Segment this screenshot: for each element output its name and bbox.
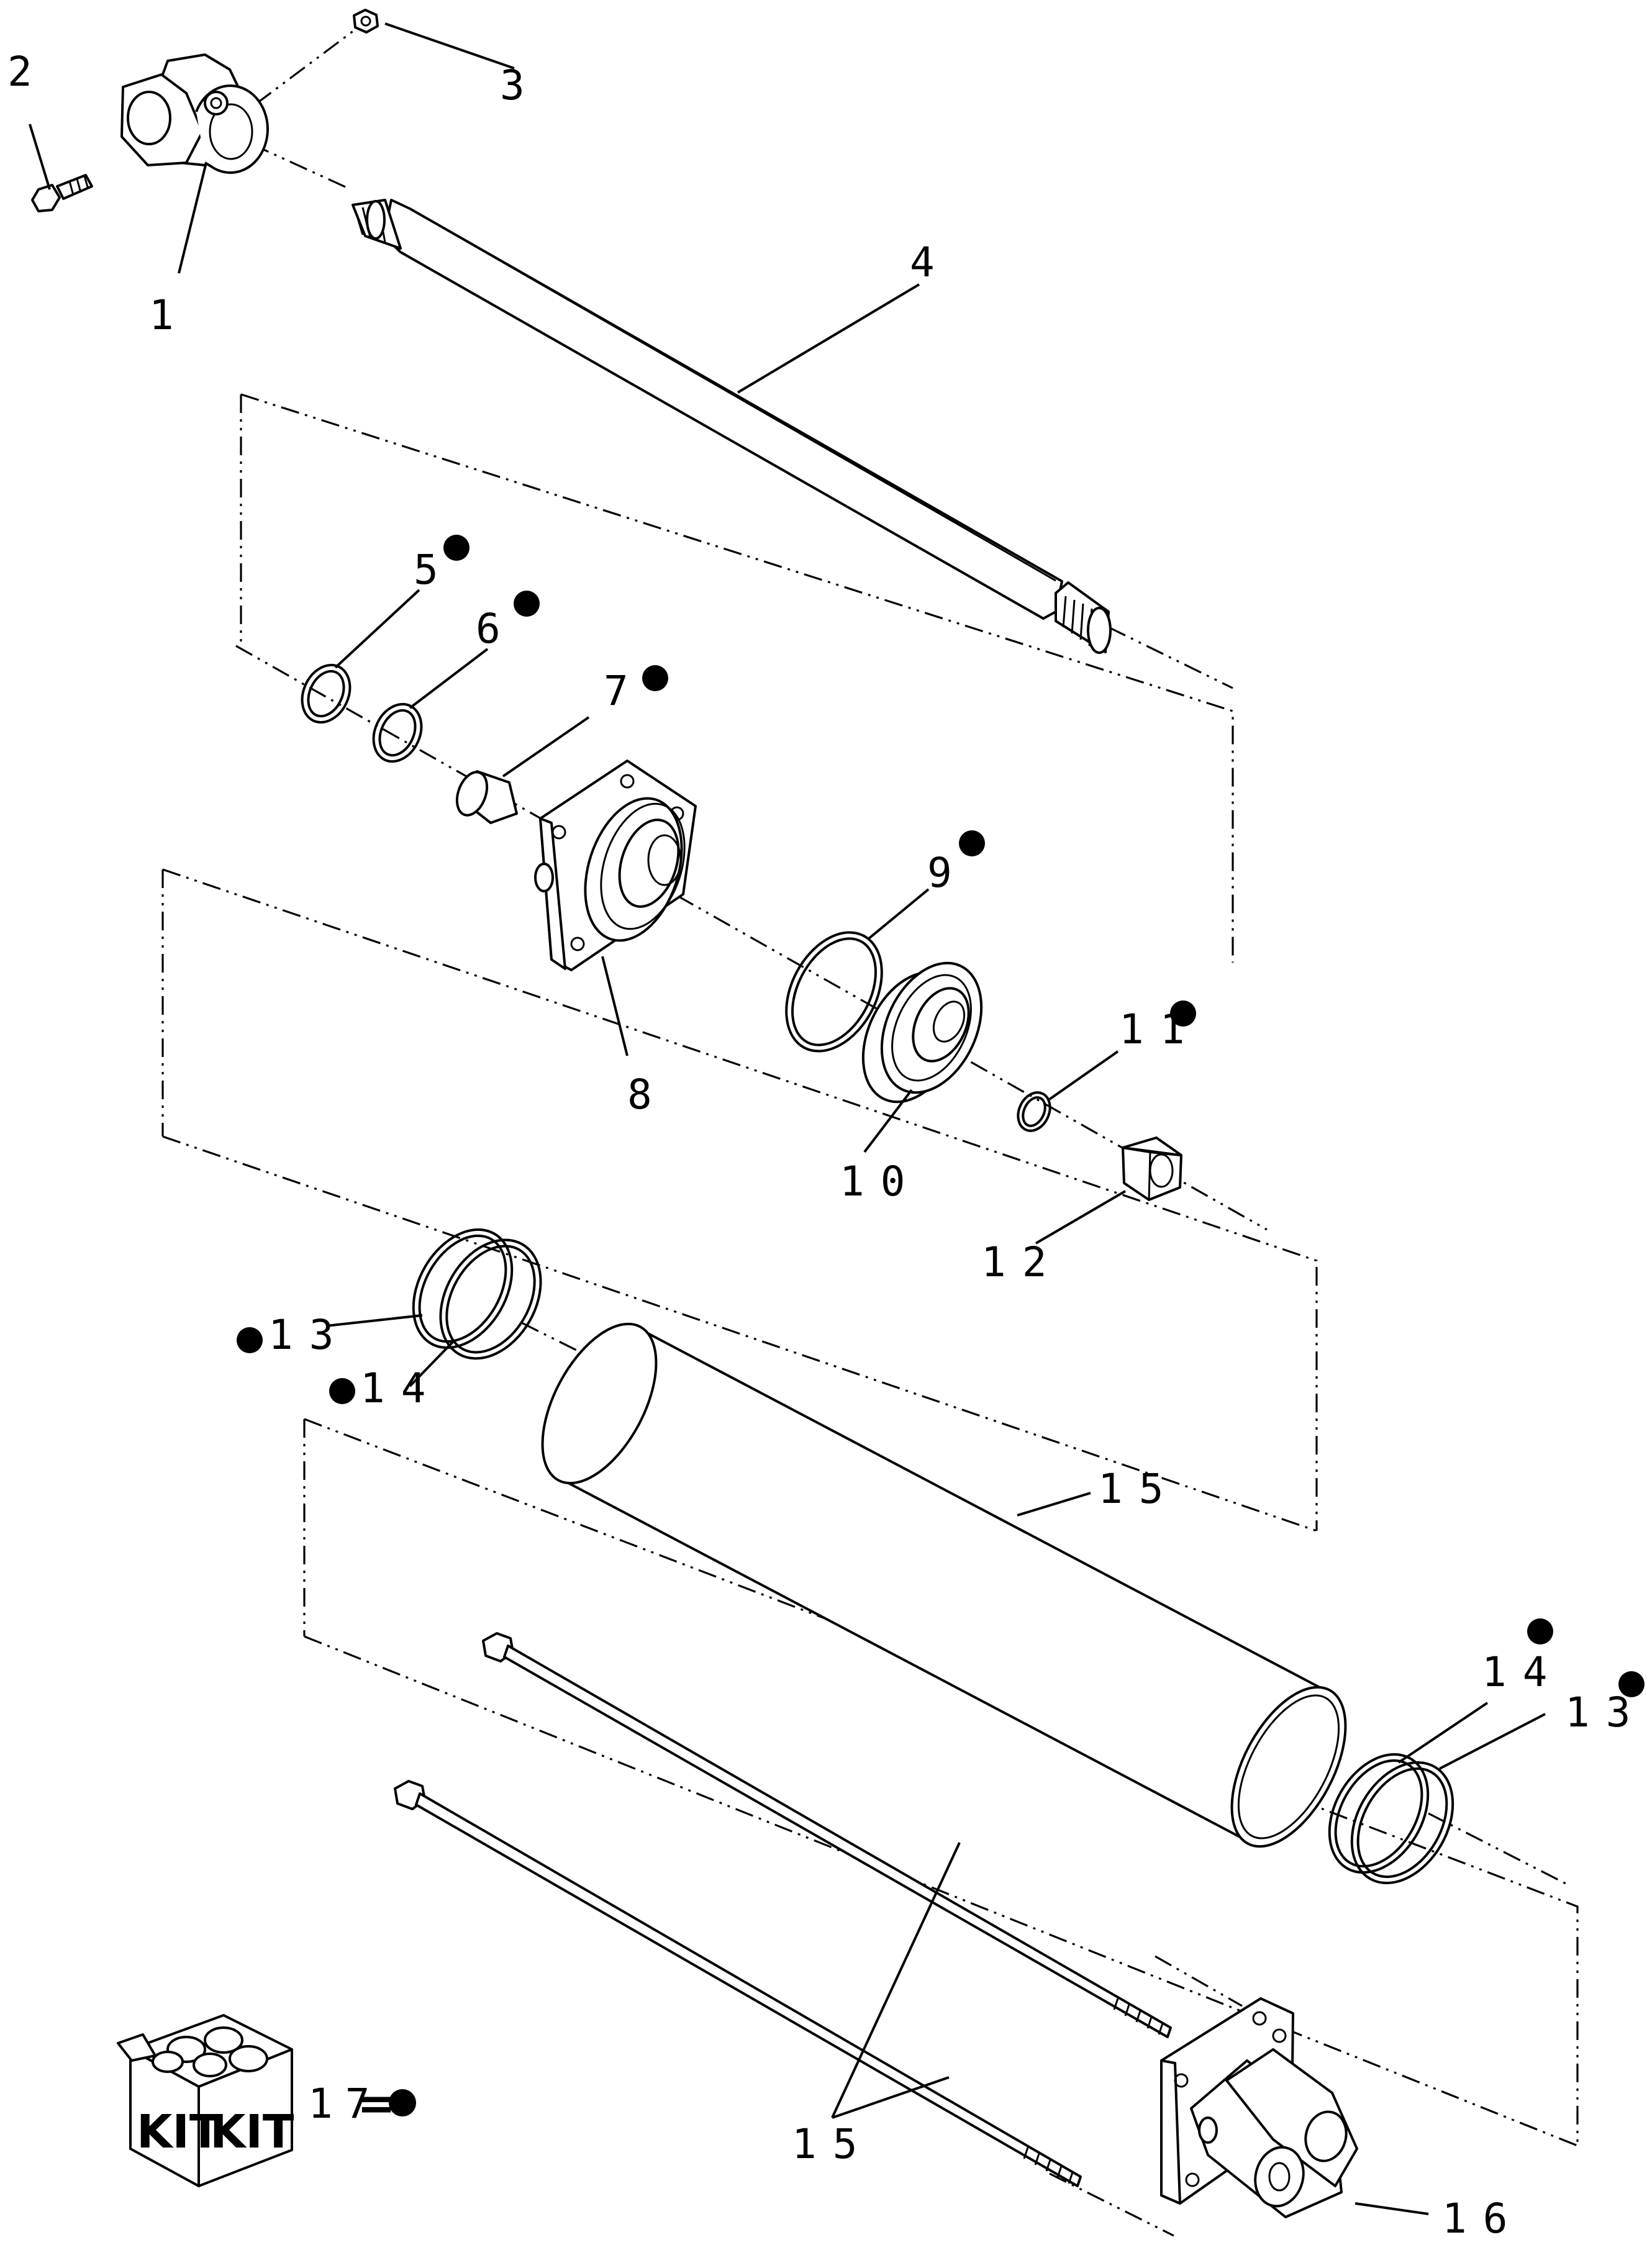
kit-label-right: KIT xyxy=(210,2105,294,2159)
part-seals-14-13-bottom xyxy=(1328,1753,1454,1884)
callout-14-bottom: 14 xyxy=(1482,1648,1563,1696)
bullet-7 xyxy=(642,665,668,691)
bullet-11 xyxy=(1170,1000,1196,1027)
callout-13-bottom: 13 xyxy=(1565,1689,1646,1736)
part-ring-11 xyxy=(1017,1091,1051,1132)
kit-bullets xyxy=(237,535,1645,1697)
callout-2: 2 xyxy=(7,48,48,96)
bullet-6 xyxy=(514,591,540,617)
part-cap-end xyxy=(1160,1997,1358,2218)
callout-8: 8 xyxy=(627,1071,668,1118)
part-piston-rod xyxy=(352,199,1112,654)
bullet-9 xyxy=(959,830,985,856)
kit-label-left: KIT xyxy=(137,2105,221,2159)
callout-10: 10 xyxy=(840,1158,921,1205)
leader-lines xyxy=(29,22,1546,2215)
callout-3: 3 xyxy=(500,61,541,109)
part-tie-rod-upper xyxy=(482,1632,1172,2038)
kit-legend: KIT KIT 17 = xyxy=(117,2014,416,2187)
bullet-13-bottom xyxy=(1618,1671,1645,1697)
part-piston xyxy=(861,961,983,1104)
callout-15-tube: 15 xyxy=(1098,1465,1179,1513)
callout-5: 5 xyxy=(414,546,455,594)
callout-9: 9 xyxy=(927,849,968,897)
part-cylinder-tube xyxy=(541,1322,1347,1848)
callout-14-top: 14 xyxy=(360,1364,442,1412)
part-bolt xyxy=(31,174,93,212)
callout-1: 1 xyxy=(149,291,190,339)
callout-16: 16 xyxy=(1442,2195,1523,2243)
callout-4: 4 xyxy=(910,238,951,286)
part-hex-nut xyxy=(1122,1136,1182,1201)
callout-labels: 1 2 3 4 5 6 7 8 9 10 11 12 13 14 15 14 1… xyxy=(7,48,1646,2243)
callout-7: 7 xyxy=(604,667,645,715)
part-small-nut xyxy=(353,9,379,34)
group-outlines xyxy=(161,393,1579,2147)
part-seals-13-14-top xyxy=(412,1228,542,1360)
part-ring-6 xyxy=(372,702,423,763)
part-gland-head xyxy=(534,760,697,971)
bullet-13-top xyxy=(237,1327,263,1353)
axis-lines xyxy=(222,20,1569,2237)
kit-legend-bullet xyxy=(389,2089,416,2116)
part-ring-9 xyxy=(785,931,883,1053)
part-tie-rod-lower xyxy=(394,1780,1082,2187)
callout-12: 12 xyxy=(981,1238,1063,1286)
callout-13-top: 13 xyxy=(268,1311,350,1359)
kit-legend-number: 17 xyxy=(308,2080,382,2128)
part-bushing xyxy=(455,770,518,824)
callout-6: 6 xyxy=(476,605,517,653)
bullet-14-top xyxy=(329,1378,355,1404)
kit-box-icon: KIT KIT xyxy=(117,2014,294,2187)
part-ring-5 xyxy=(301,663,352,724)
bullet-5 xyxy=(443,535,470,561)
bullet-14-bottom xyxy=(1527,1618,1553,1644)
part-clevis-yoke xyxy=(120,53,269,174)
callout-15-tie-rods: 15 xyxy=(792,2120,873,2168)
